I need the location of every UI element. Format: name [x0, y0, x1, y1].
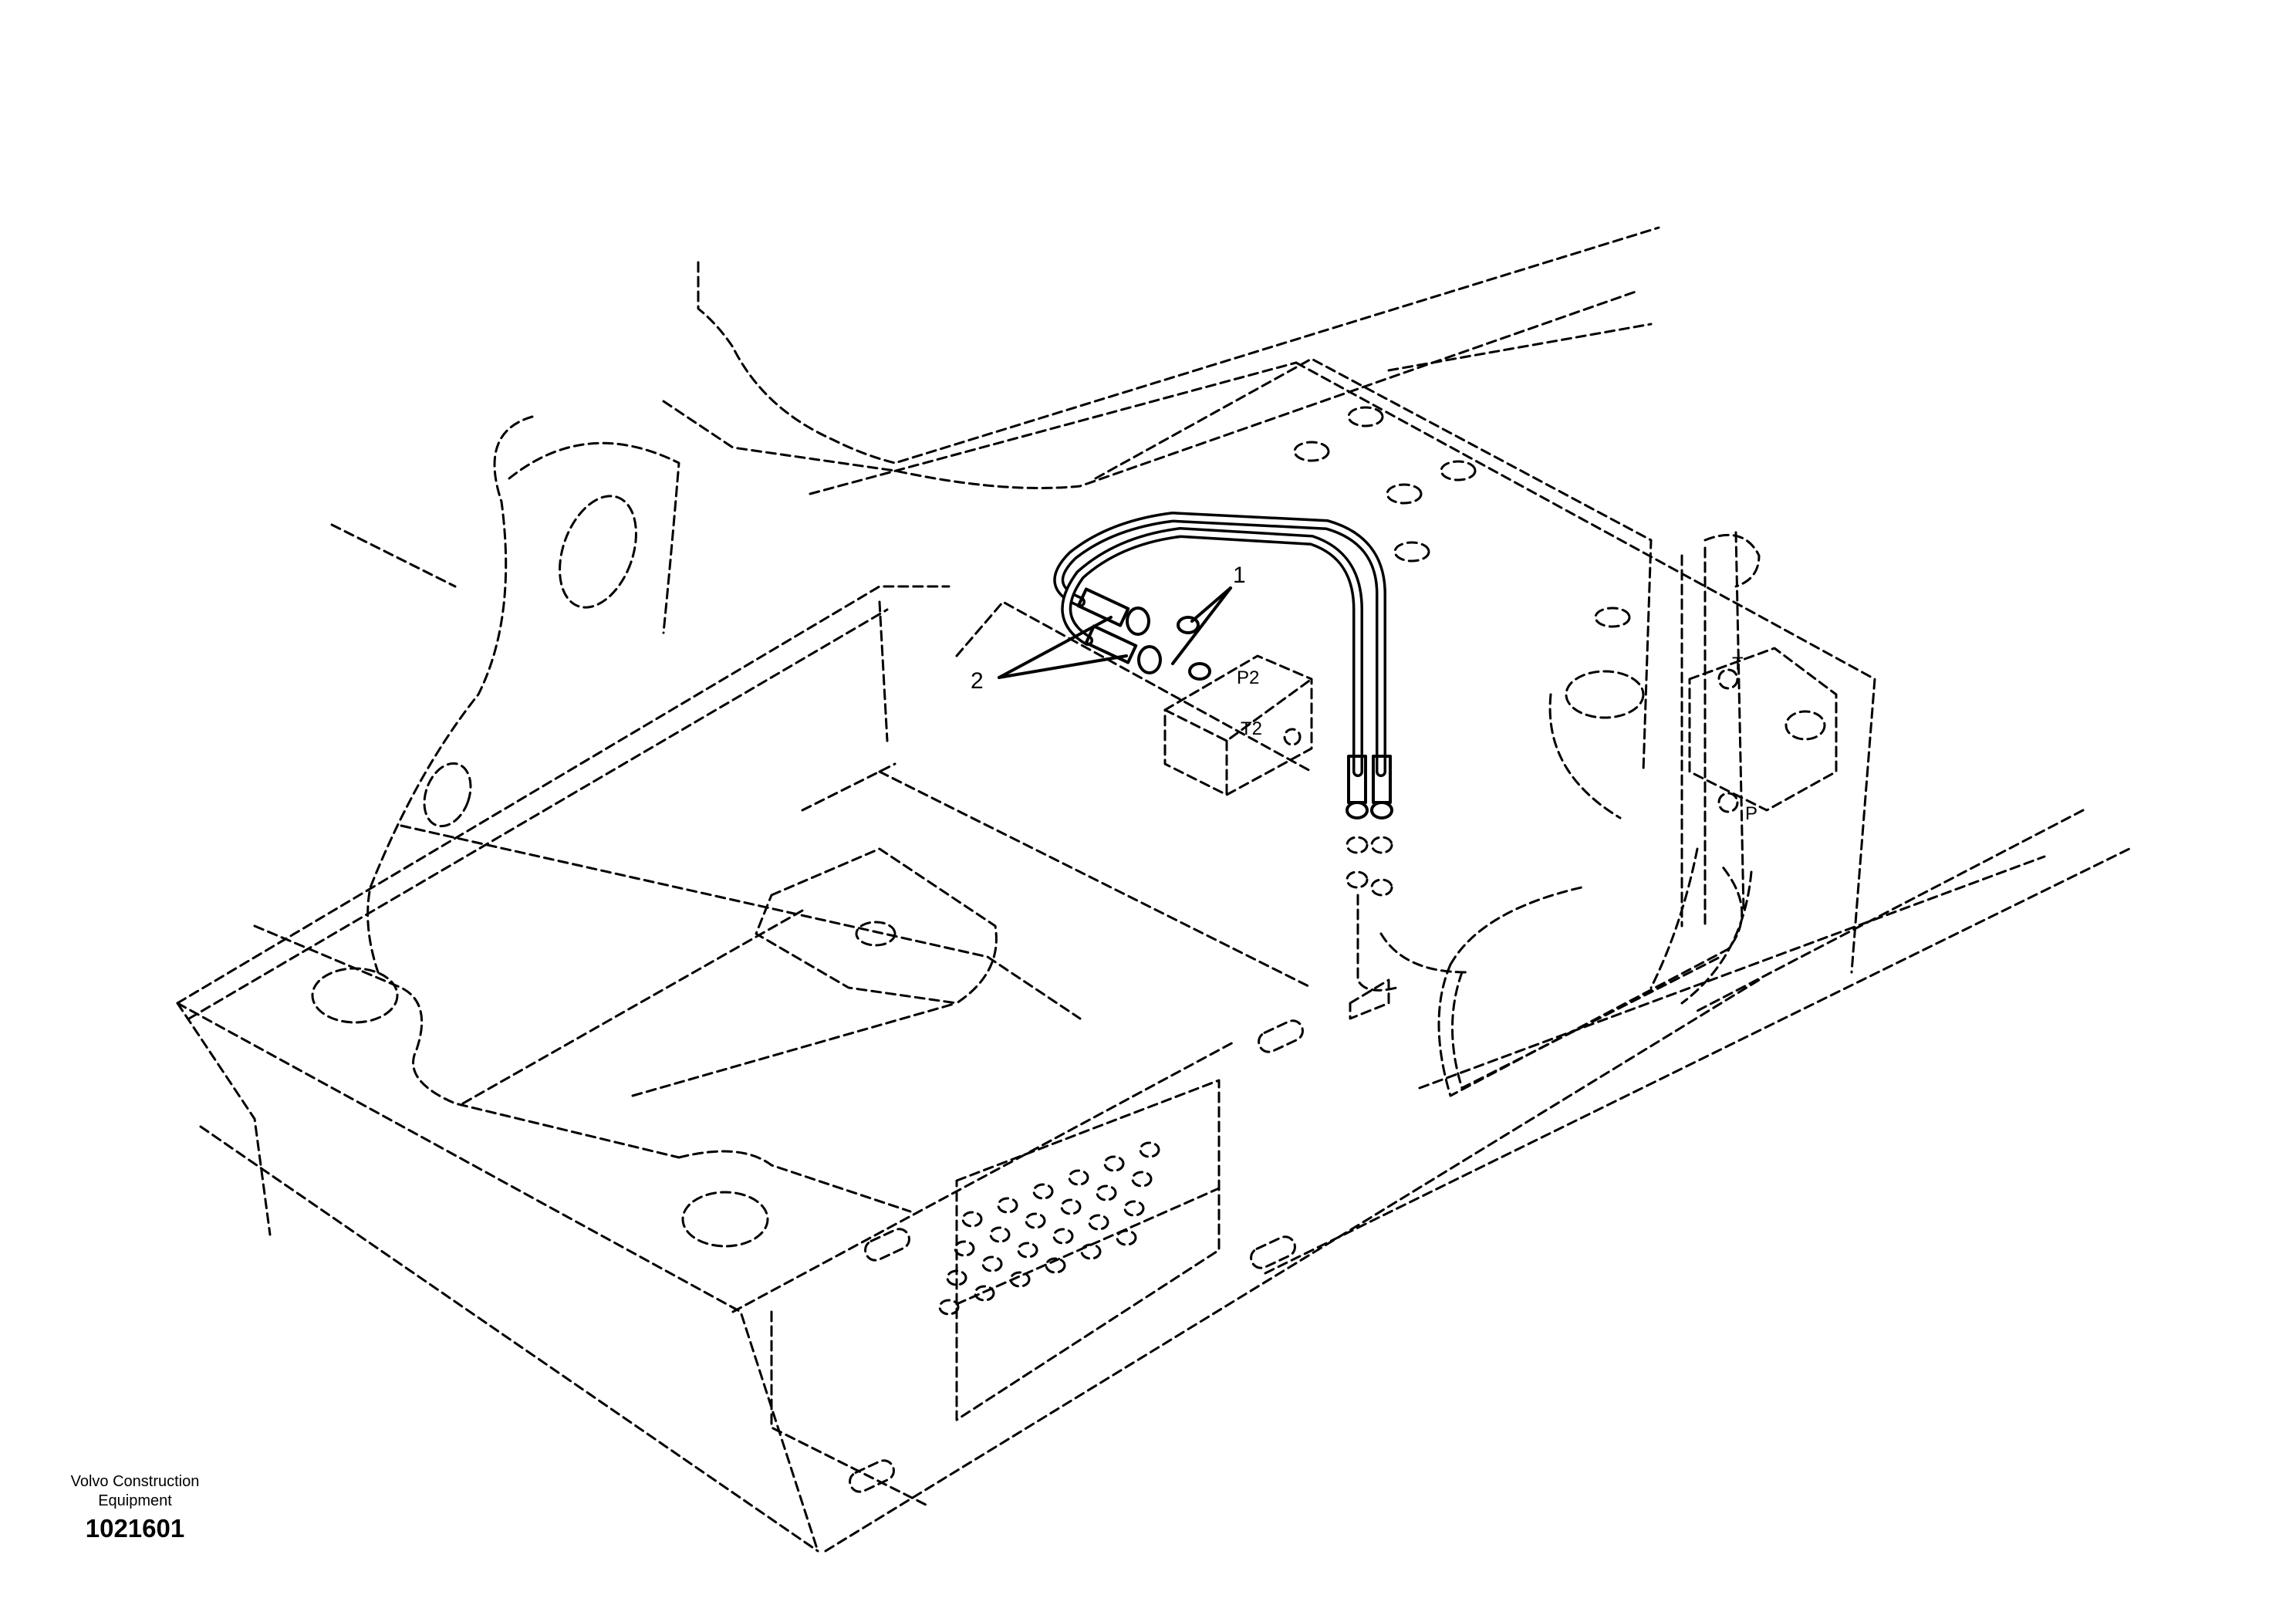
port-label-p: P [1745, 803, 1757, 824]
manufacturer-line-2: Equipment [98, 1492, 172, 1509]
grille-hole [1060, 1198, 1082, 1215]
chassis-frame [176, 361, 2131, 1553]
inner-frame [253, 762, 1313, 1248]
boom-outline [330, 226, 1660, 974]
grille-hole [946, 1269, 967, 1286]
top-plate [955, 357, 1653, 819]
port-label-t2: T2 [1241, 718, 1262, 739]
port-label-p2: P2 [1237, 667, 1259, 688]
grille-hole [1139, 1141, 1160, 1158]
grille-hole [1025, 1212, 1046, 1229]
hydraulic-hose [1053, 511, 1386, 777]
grille-hole [1009, 1271, 1031, 1288]
grille-hole [1052, 1228, 1074, 1245]
grille-hole [961, 1211, 983, 1228]
grille-hole [989, 1226, 1011, 1243]
slot-holes [849, 1019, 1304, 1493]
grille-hole [1088, 1214, 1109, 1231]
callout-item-2: 2 [971, 668, 984, 694]
callout-item-1: 1 [1233, 563, 1246, 588]
grille-hole [1131, 1171, 1153, 1188]
grille-hole [981, 1255, 1003, 1272]
grille-hole [997, 1197, 1018, 1214]
hose-fittings [1076, 587, 1398, 1020]
vent-grille [938, 1079, 1221, 1421]
grille-hole [1045, 1257, 1066, 1274]
grille-hole [974, 1285, 995, 1302]
grille-hole [1123, 1200, 1145, 1217]
grille-hole [954, 1240, 975, 1257]
callout-leaders [998, 586, 1232, 679]
grille-hole [1080, 1243, 1102, 1260]
manufacturer-line-1: Volvo Construction [70, 1473, 200, 1490]
grille-hole [1032, 1183, 1054, 1200]
grille-hole [1096, 1184, 1117, 1201]
valve-block [1163, 654, 1313, 796]
manufacturer-name: Volvo Construction Equipment [46, 1472, 224, 1511]
grille-hole [1116, 1229, 1137, 1246]
grille-hole [1103, 1155, 1125, 1172]
grille-hole [1068, 1169, 1089, 1186]
drawing-number: 1021601 [85, 1514, 185, 1543]
grille-hole [1017, 1242, 1038, 1259]
grille-hole [938, 1299, 960, 1316]
handle-loop [1379, 863, 1744, 1097]
port-label-t: T [1732, 654, 1744, 674]
right-valve-assembly [1649, 531, 1838, 1005]
